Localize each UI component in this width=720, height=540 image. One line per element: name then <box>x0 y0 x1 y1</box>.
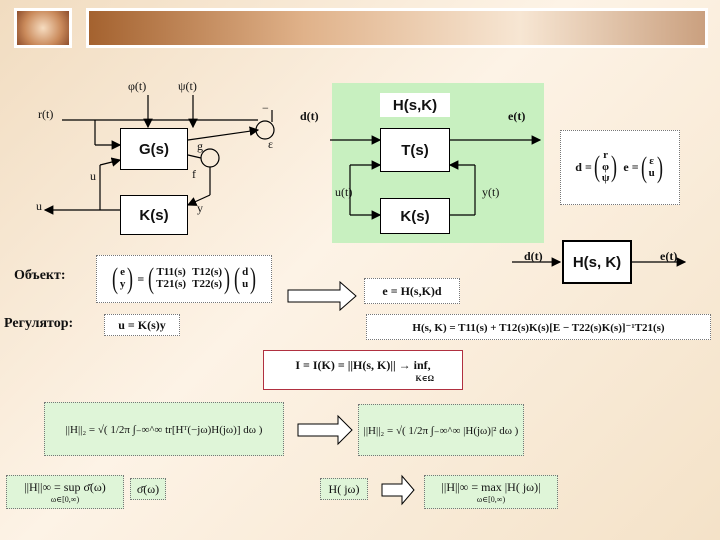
hinf-right-sub: ω∈[0,∞) <box>476 495 506 504</box>
regulator-equation: u = K(s)y <box>104 314 180 336</box>
k-block: K(s) <box>120 195 188 235</box>
hinf-right: ||H||∞ = max |H( jω)| ω∈[0,∞) <box>424 475 558 509</box>
h-title-block: H(s,K) <box>380 93 450 117</box>
y-t-green-label: y(t) <box>482 185 500 199</box>
d-entry-psi: ψ <box>601 172 610 185</box>
d-vector-lhs: d = <box>575 160 592 174</box>
t21: T21(s) <box>156 278 187 290</box>
d-vector: ( r φ ψ ) <box>593 149 618 185</box>
h-formula: H(s, K) = T11(s) + T12(s)K(s)[E − T22(s)… <box>366 314 711 340</box>
criterion-sub: K∈Ω <box>415 373 434 383</box>
phi-label: φ(t) <box>128 79 147 93</box>
sigma-box: σ̄(ω) <box>130 478 166 500</box>
obj-y: y <box>119 278 126 290</box>
vector-panel: d = ( r φ ψ ) e = ( ε u ) <box>560 130 680 205</box>
h2-norm-left: ||H||₂ = √( 1/2π ∫₋∞^∞ tr[Hᵀ(−jω)H(jω)] … <box>44 402 284 456</box>
d-right-label: d(t) <box>524 249 543 263</box>
d-entry-phi: φ <box>602 160 610 173</box>
e-equals-hd: e = H(s,K)d <box>364 278 460 304</box>
epsilon-label: ε <box>268 137 274 151</box>
y-label: y <box>197 201 203 215</box>
object-label: Объект: <box>14 268 66 283</box>
e-label: e(t) <box>508 109 526 123</box>
h2-norm-right: ||H||₂ = √( 1/2π ∫₋∞^∞ |H(jω)|² dω ) <box>358 404 524 456</box>
arrow-2 <box>297 414 353 446</box>
arrow-3 <box>381 474 415 506</box>
e-vector: ( ε u ) <box>640 150 663 184</box>
k-green-block: K(s) <box>380 198 450 234</box>
g-block: G(s) <box>120 128 188 170</box>
u-outer-label: u <box>36 199 42 213</box>
h-right-block: H(s, K) <box>562 240 632 284</box>
e-vector-lhs: e = <box>623 160 639 174</box>
minus-label: − <box>262 101 269 115</box>
obj-e: e <box>120 266 125 279</box>
f-label: f <box>192 167 196 181</box>
g-label: g <box>197 139 203 153</box>
hinf-left: ||H||∞ = sup σ̄(ω) ω∈[0,∞) <box>6 475 124 509</box>
t-block: T(s) <box>380 128 450 172</box>
u-t-green-label: u(t) <box>335 185 353 199</box>
t22: T22(s) <box>192 278 223 290</box>
h-jw-box: H( jω) <box>320 478 368 500</box>
e-entry-eps: ε <box>649 154 654 167</box>
r-label: r(t) <box>38 107 54 121</box>
t12: T12(s) <box>192 266 223 279</box>
hinf-left-eq: ||H||∞ = sup σ̄(ω) <box>24 480 106 494</box>
hinf-right-eq: ||H||∞ = max |H( jω)| <box>441 480 541 494</box>
header-logo-square <box>14 8 72 48</box>
e-entry-u: u <box>648 166 655 179</box>
obj-d: d <box>242 266 249 279</box>
arrow-1 <box>287 280 357 312</box>
d-entry-r: r <box>603 149 609 162</box>
t11: T11(s) <box>156 266 186 279</box>
regulator-label: Регулятор: <box>4 316 74 331</box>
u-inner-label: u <box>90 169 96 183</box>
criterion-box: I = I(K) = ||H(s, K)|| → inf, K∈Ω <box>263 350 463 390</box>
header-title-bar <box>86 8 708 48</box>
hinf-left-sub: ω∈[0,∞) <box>50 495 80 504</box>
criterion-eq: I = I(K) = ||H(s, K)|| → inf, <box>295 357 431 372</box>
e-right-label: e(t) <box>660 249 678 263</box>
obj-u: u <box>242 278 249 290</box>
d-label: d(t) <box>300 109 319 123</box>
psi-label: ψ(t) <box>178 79 197 93</box>
